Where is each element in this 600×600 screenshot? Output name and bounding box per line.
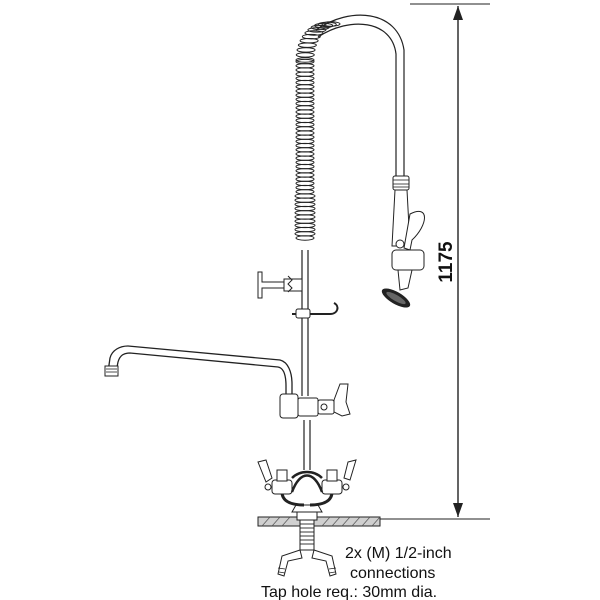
- coil-spring: [294, 21, 341, 241]
- wall-bracket: [257, 271, 339, 319]
- spring-coil: [295, 52, 315, 58]
- spring-coil: [295, 57, 315, 63]
- spring-coil: [297, 42, 317, 48]
- swing-spout: [104, 345, 293, 398]
- spray-valve: [381, 175, 425, 308]
- base-mixer-valve: [257, 459, 357, 513]
- spring-coil: [295, 58, 315, 65]
- connection-note-line2: connections: [350, 565, 435, 582]
- connection-note: 2x (M) 1/2-inch connections Tap hole req…: [261, 545, 452, 600]
- height-dimension-label: 1175: [436, 241, 457, 283]
- riser-column: [301, 250, 311, 470]
- height-dimension: 1175: [380, 3, 490, 520]
- inlet-connections: [277, 511, 337, 577]
- flexible-hose: [315, 14, 405, 178]
- counter-top: [257, 516, 381, 527]
- spring-coil: [301, 33, 321, 40]
- tap-hole-note: Tap hole req.: 30mm dia.: [261, 584, 437, 600]
- spring-coil: [296, 47, 316, 53]
- spring-coil: [304, 30, 324, 36]
- spout-valve: [279, 383, 351, 419]
- spring-coil: [314, 22, 334, 29]
- connection-note-line1: 2x (M) 1/2-inch: [345, 545, 452, 562]
